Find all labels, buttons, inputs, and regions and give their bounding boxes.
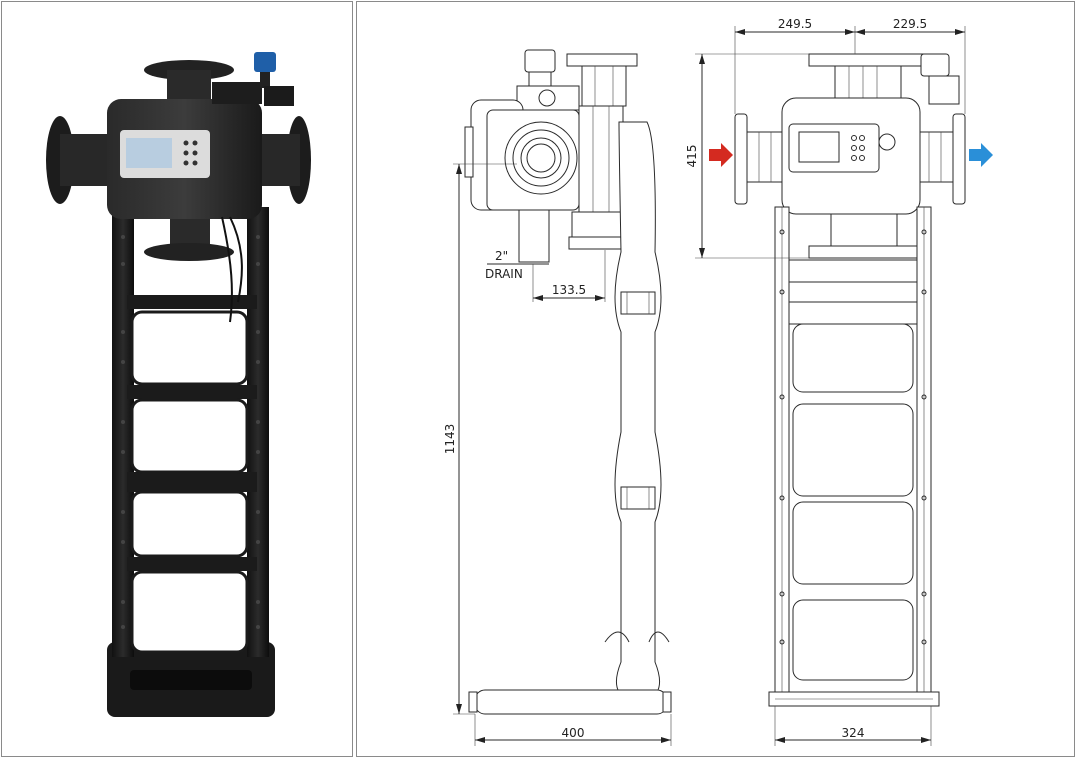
technical-drawing-panel: 249.5 229.5 415 2" DRAIN 133.5 1143 400 … [356, 1, 1075, 757]
inlet-arrow [709, 143, 733, 167]
dim-side-width: 400 [562, 726, 585, 740]
side-view [464, 49, 672, 715]
product-photo-panel [1, 1, 353, 757]
filter-photo [46, 52, 311, 717]
outlet-arrow [969, 143, 993, 167]
dim-drain-size: 2" [495, 249, 508, 263]
dim-head-height: 415 [685, 145, 699, 168]
front-view [709, 53, 993, 707]
dim-drain-offset: 133.5 [552, 283, 586, 297]
side-dimensions [453, 163, 672, 746]
front-dimensions [695, 26, 966, 746]
dim-top-left: 249.5 [778, 17, 812, 31]
dim-top-right: 229.5 [893, 17, 927, 31]
dim-front-width: 324 [842, 726, 865, 740]
dim-total-height: 1143 [443, 424, 457, 455]
dimension-drawing: 249.5 229.5 415 2" DRAIN 133.5 1143 400 … [443, 17, 993, 746]
drain-label: DRAIN [485, 267, 523, 281]
